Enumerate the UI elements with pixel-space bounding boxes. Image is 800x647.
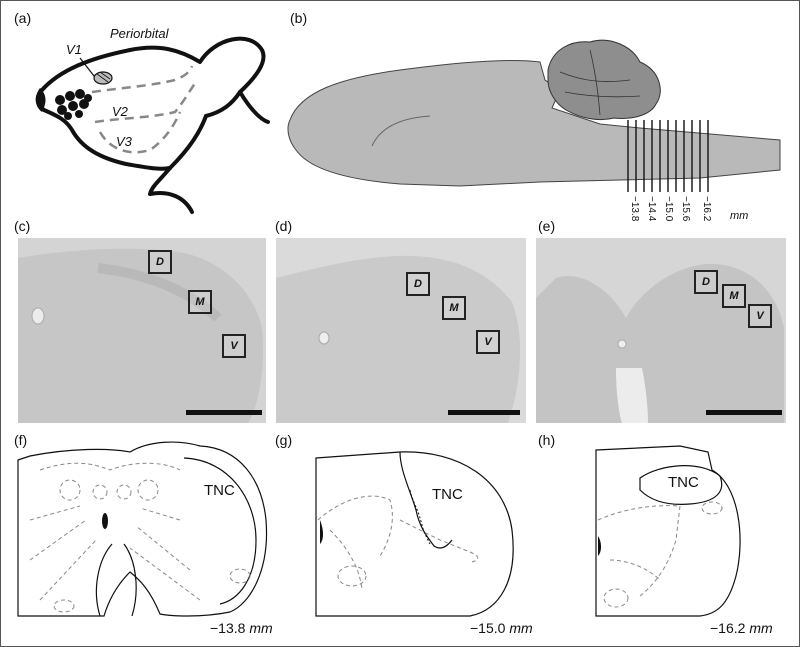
box-d: D [406,272,430,296]
scale-bar [706,410,782,415]
coord-h-value: −16.2 [710,620,746,636]
tnc-label-h: TNC [668,474,699,491]
box-v: V [476,330,500,354]
ticks-unit: mm [730,210,749,222]
coord-h-unit: mm [749,620,773,636]
panel-label-c: (c) [14,218,31,234]
micrograph-e: D M V [536,238,786,423]
v3-label: V3 [116,134,132,149]
box-v: V [222,334,246,358]
panel-label-d: (d) [275,218,293,234]
periorbital-label: Periorbital [110,26,169,41]
panel-label-g: (g) [275,432,293,448]
box-d: D [694,270,718,294]
micrograph-c: D M V [18,238,266,423]
tnc-label-g: TNC [432,486,463,503]
box-v: V [748,304,772,328]
scale-bar [448,410,520,415]
scale-bar [186,410,262,415]
tnc-label-f: TNC [204,482,235,499]
box-m: M [188,290,212,314]
coord-f-unit: mm [249,620,273,636]
panel-label-f: (f) [14,432,28,448]
coord-f-value: −13.8 [210,620,246,636]
coord-g: −15.0 mm [470,620,533,636]
panel-label-h: (h) [538,432,556,448]
coord-g-value: −15.0 [470,620,506,636]
coord-h: −16.2 mm [710,620,773,636]
panel-label-b: (b) [290,10,308,26]
coord-g-unit: mm [509,620,533,636]
v2-label: V2 [112,104,128,119]
coord-f: −13.8 mm [210,620,273,636]
micrograph-d: D M V [276,238,526,423]
box-m: M [442,296,466,320]
panel-label-e: (e) [538,218,556,234]
box-d: D [148,250,172,274]
panel-label-a: (a) [14,10,32,26]
v1-label: V1 [66,42,82,57]
box-m: M [722,284,746,308]
